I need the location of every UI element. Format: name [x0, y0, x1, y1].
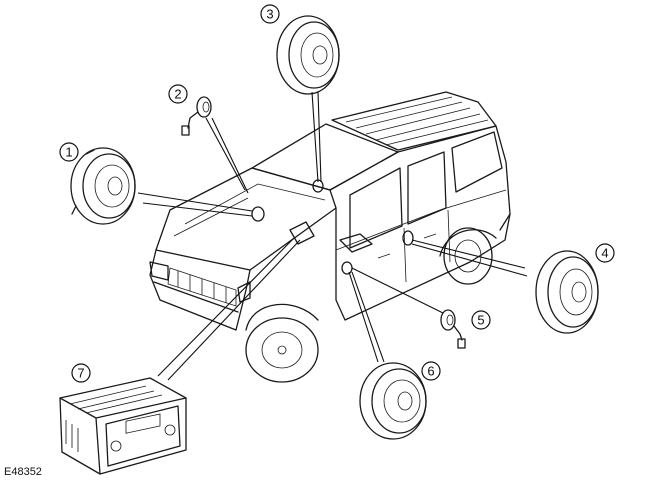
tweeter-2-icon: [181, 96, 212, 136]
speaker-6-icon: [359, 362, 427, 440]
callout-7: 7: [71, 363, 91, 383]
callout-5: 5: [471, 310, 491, 330]
tweeter-5-icon: [440, 309, 466, 349]
callout-6-label: 6: [427, 364, 434, 379]
callout-2-label: 2: [174, 87, 181, 102]
callout-4: 4: [595, 243, 615, 263]
speaker-3-icon: [276, 15, 340, 95]
callout-6: 6: [421, 361, 441, 381]
speaker-4-icon: [535, 250, 599, 334]
callout-2: 2: [168, 84, 188, 104]
callout-1: 1: [59, 142, 79, 162]
vehicle-speaker-marks: [251, 179, 414, 275]
figure-reference: E48352: [4, 466, 42, 478]
leader-lines: [137, 91, 528, 381]
head-unit-7-icon: [59, 377, 187, 475]
callout-3: 3: [260, 4, 280, 24]
callout-4-label: 4: [601, 246, 608, 261]
speaker-1-icon: [70, 147, 136, 225]
callout-1-label: 1: [65, 145, 72, 160]
callout-7-label: 7: [77, 366, 84, 381]
vehicle: [149, 91, 511, 383]
callout-3-label: 3: [266, 7, 273, 22]
callout-5-label: 5: [477, 313, 484, 328]
